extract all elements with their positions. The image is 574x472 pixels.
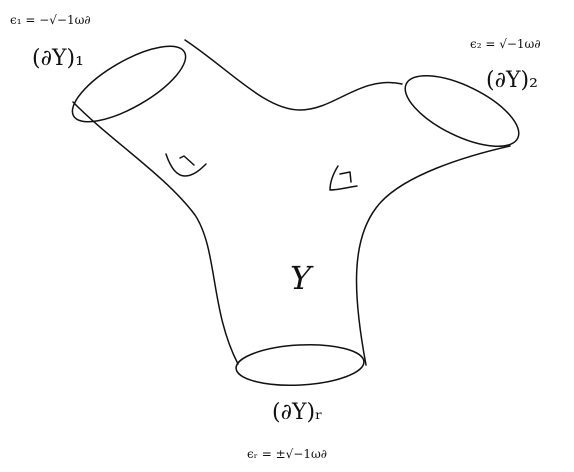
epsilon-1-label: ϵ₁ = −√−1ω∂ xyxy=(10,13,91,27)
surface-y-label: Y xyxy=(290,259,312,297)
epsilon-2-label: ϵ₂ = √−1ω∂ xyxy=(470,37,541,51)
handle-sketch-2-upper xyxy=(339,171,352,183)
boundary-r-label: (∂Y)ᵣ xyxy=(272,400,323,425)
handle-sketch-1-lower xyxy=(165,153,207,177)
boundary-circle-2 xyxy=(404,74,520,148)
boundary-1-label: (∂Y)₁ xyxy=(32,46,84,71)
surface-edge-left xyxy=(72,101,239,365)
surface-edge-top xyxy=(184,39,403,111)
epsilon-r-label: ϵᵣ = ±√−1ω∂ xyxy=(247,447,327,461)
surface-edge-right xyxy=(355,145,511,366)
handle-sketch-2-lower xyxy=(329,165,358,191)
handle-sketch-1-upper xyxy=(179,155,195,166)
boundary-2-label: (∂Y)₂ xyxy=(486,68,538,93)
boundary-circle-r xyxy=(235,343,365,387)
boundary-circle-1 xyxy=(71,45,187,123)
